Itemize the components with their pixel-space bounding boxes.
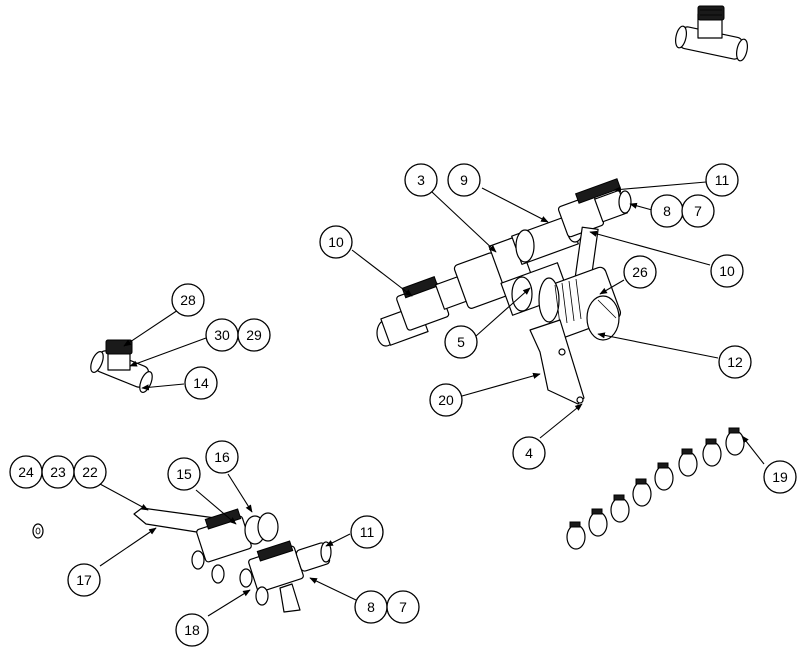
- svg-text:24: 24: [18, 464, 34, 480]
- svg-text:5: 5: [457, 334, 465, 350]
- lower-valve-assembly: [133, 507, 332, 613]
- callout-18: 18: [175, 613, 209, 647]
- leader-8a: [629, 202, 653, 211]
- callout-22: 22: [73, 455, 107, 489]
- leader-17: [99, 527, 157, 567]
- callout-15: 15: [167, 457, 201, 491]
- callout-12: 12: [718, 345, 752, 379]
- leader-12: [597, 332, 719, 359]
- svg-text:16: 16: [214, 449, 230, 465]
- callout-9: 9: [447, 163, 481, 197]
- leader-26: [599, 279, 625, 295]
- leader-20: [461, 372, 541, 397]
- svg-text:30: 30: [214, 327, 230, 343]
- callout-10: 10: [319, 225, 353, 259]
- callout-7: 7: [386, 590, 420, 624]
- callout-30: 30: [205, 318, 239, 352]
- svg-text:8: 8: [663, 203, 671, 219]
- svg-text:18: 18: [184, 622, 200, 638]
- callout-28: 28: [171, 283, 205, 317]
- main-manifold-assembly: [376, 178, 632, 405]
- svg-text:29: 29: [246, 327, 262, 343]
- svg-text:10: 10: [328, 234, 344, 250]
- leader-10a: [351, 249, 413, 297]
- svg-text:3: 3: [417, 172, 425, 188]
- callout-23: 23: [41, 455, 75, 489]
- svg-text:22: 22: [82, 464, 98, 480]
- callout-24: 24: [9, 455, 43, 489]
- tee-fitting-left: [90, 339, 153, 393]
- callout-4: 4: [512, 436, 546, 470]
- svg-text:11: 11: [360, 524, 375, 540]
- callout-7: 7: [681, 194, 715, 228]
- leader-15: [195, 489, 237, 525]
- callout-16: 16: [205, 440, 239, 474]
- leader-11a: [613, 181, 707, 193]
- svg-text:4: 4: [525, 445, 533, 461]
- svg-text:9: 9: [460, 172, 468, 188]
- svg-text:20: 20: [438, 392, 454, 408]
- callout-14: 14: [184, 366, 218, 400]
- svg-text:12: 12: [727, 354, 743, 370]
- leader-18: [207, 589, 251, 617]
- callout-17: 17: [67, 563, 101, 597]
- svg-text:14: 14: [193, 375, 209, 391]
- leader-9: [481, 187, 549, 223]
- leader-30: [129, 337, 207, 367]
- leader-19: [741, 435, 765, 465]
- callout-3: 3: [404, 163, 438, 197]
- callout-8: 8: [354, 590, 388, 624]
- hose-clamps: [566, 427, 745, 550]
- callout-26: 26: [623, 255, 657, 289]
- svg-text:15: 15: [176, 466, 192, 482]
- svg-text:26: 26: [632, 264, 648, 280]
- callout-19: 19: [763, 460, 797, 494]
- callout-10: 10: [710, 254, 744, 288]
- leader-10b: [589, 230, 711, 266]
- svg-text:10: 10: [719, 263, 735, 279]
- leader-16: [227, 473, 253, 513]
- svg-text:7: 7: [694, 203, 702, 219]
- callout-11: 11: [350, 515, 384, 549]
- svg-text:17: 17: [76, 572, 92, 588]
- svg-text:7: 7: [399, 599, 407, 615]
- callout-20: 20: [429, 383, 463, 417]
- leader-8b: [309, 577, 357, 601]
- tee-fitting-top-right: [675, 5, 748, 62]
- leader-22: [99, 483, 149, 511]
- callout-29: 29: [237, 318, 271, 352]
- svg-text:8: 8: [367, 599, 375, 615]
- leader-14: [141, 383, 185, 391]
- callout-5: 5: [444, 325, 478, 359]
- svg-text:11: 11: [715, 172, 730, 188]
- leader-lines: [99, 181, 765, 617]
- svg-text:23: 23: [50, 464, 66, 480]
- leader-3: [431, 191, 497, 253]
- leader-4: [539, 403, 583, 439]
- svg-text:19: 19: [772, 469, 788, 485]
- washer: [32, 523, 44, 539]
- leader-28: [123, 309, 179, 347]
- leader-11b: [325, 533, 351, 547]
- svg-text:28: 28: [180, 292, 196, 308]
- leader-5: [475, 287, 531, 337]
- callout-11: 11: [705, 163, 739, 197]
- callout-8: 8: [650, 194, 684, 228]
